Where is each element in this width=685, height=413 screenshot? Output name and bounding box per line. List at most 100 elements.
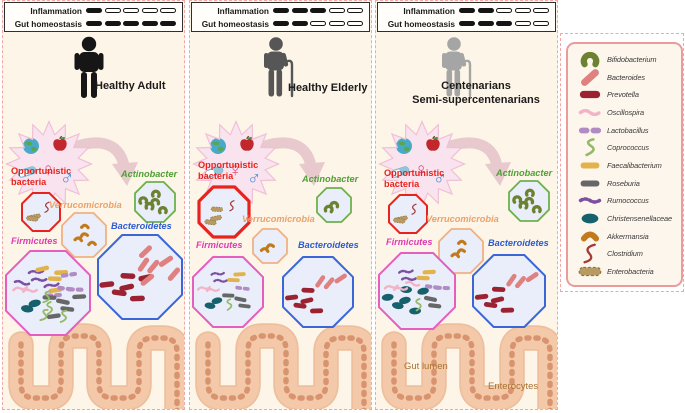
bacteria-akkermansia [457,239,467,246]
octagon-verrucomicrobia [438,228,484,274]
apple-icon [240,135,254,151]
octagon-opportunistic [388,194,428,234]
octagon-actinobacter [134,181,176,223]
enterocytes-label: Enterocytes [488,381,539,392]
bacteria-bacteroides [158,255,174,267]
inflammation-label: Inflammation [403,5,455,16]
bacteria-rumococcus [13,279,31,286]
apple-icon [426,135,440,151]
transition-arrow-icon [248,137,325,186]
pill-icon [204,166,224,178]
bacteria-coprococcus [226,298,233,311]
inflammation-meter: Inflammation [5,6,176,16]
gut-homeostasis-label: Gut homeostasis [387,18,455,29]
octagon-actinobacter [316,187,352,223]
status-box: Inflammation Gut homeostasis [4,2,183,32]
bacteria-prevotella [310,308,324,314]
bacteria-coprococcus [42,290,51,304]
meter-bars [273,21,363,26]
meter-bar [477,8,494,13]
bacteria-bifidobacterium [524,188,535,198]
octagon-opportunistic [197,185,251,239]
legend-item: Clostridium [577,243,675,264]
legend-label: Clostridium [607,249,643,259]
legend-item: Prevotella [577,86,675,103]
meter-bar [160,8,176,13]
bacteria-roseburia [56,298,70,305]
meter-bar [514,21,531,26]
bacteria-christensenellaceae [204,302,216,309]
legend-frame [560,33,684,292]
legend-label: Rumococcus [607,196,649,206]
bacteria-roseburia [234,296,247,303]
legend-item: Akkermansia [577,228,675,245]
bacteria-bifidobacterium [157,206,168,215]
gut-epithelium [8,323,184,409]
bacteria-bacteroides [137,257,150,272]
panel-title: Centenarians Semi-supercentenarians [412,80,540,106]
bacteria-prevotella [490,296,505,304]
legend-label: Bacteroides [607,72,645,82]
bacteria-bacteroides [323,277,335,290]
legend-item: Oscillospira [577,104,675,121]
enterobacteria-icon [578,266,602,277]
coprococcus-icon [585,138,595,157]
bacteria-akkermansia [259,247,270,253]
status-box: Inflammation Gut homeostasis [191,2,370,32]
bacteria-christensenellaceae [381,293,394,301]
inflammation-meter: Inflammation [192,6,363,16]
bacteria-rumococcus [30,277,48,282]
bacteria-akkermansia [73,236,84,243]
octagon-firmicutes [192,256,264,328]
female-symbol: ♀ [414,160,429,181]
bacteria-christensenellaceae [399,296,411,304]
transition-arrow-icon [434,137,511,186]
meter-bars [86,8,176,13]
earth-icon [23,138,39,154]
legend-label: Bifidobacterium [607,55,657,64]
label-verrucomicrobia: Verrucomicrobia [426,214,499,224]
label-firmicutes: Firmicutes [196,240,243,250]
legend-label: Enterobacteria [607,266,654,276]
legend-label: Lactobacillus [607,125,649,135]
label-actinobacter: Actinobacter [496,168,553,178]
akkermansia-icon [580,231,600,242]
bacteria-bifidobacterium [150,189,161,199]
bacteria-bacteroides [167,267,181,281]
bacteria-prevotella [491,286,506,293]
bacteria-rumococcus [210,271,225,276]
bacteria-lactobacillus [235,285,250,291]
bacteria-roseburia [423,295,438,302]
bacteria-faecalibacterium [422,269,436,275]
bacteria-prevotella [293,302,307,309]
meter-bar [496,21,512,26]
bacteria-faecalibacterium [227,278,240,283]
bacteria-prevotella [119,283,135,292]
panel-title: Healthy Elderly [288,82,368,94]
octagon-firmicutes [5,250,91,336]
bacteria-clostridium [229,200,235,212]
bacteria-prevotella [111,289,127,297]
label-actinobacter: Actinobacter [302,174,359,184]
meter-bar [160,21,176,26]
bacteria-faecalibacterium [416,275,430,281]
octagon-bacteroidetes [282,256,354,328]
legend-label: Faecalibacterium [607,160,662,170]
bacteria-prevotella [301,287,315,293]
meter-bar [347,8,363,13]
legend-item: Roseburia [577,175,675,192]
meter-bar [459,21,475,26]
meter-bar [514,8,531,13]
label-bacteroidetes: Bacteroidetes [111,221,172,231]
bacteria-roseburia [238,303,251,309]
bacteria-bacteroides [140,273,155,286]
bacteria-roseburia [46,313,61,320]
legend-label: Roseburia [607,178,640,188]
meter-bar [496,8,512,13]
legend-item: Rumococcus [577,192,675,209]
bacteria-roseburia [428,303,442,309]
bacteria-enterobacteria [210,206,223,212]
